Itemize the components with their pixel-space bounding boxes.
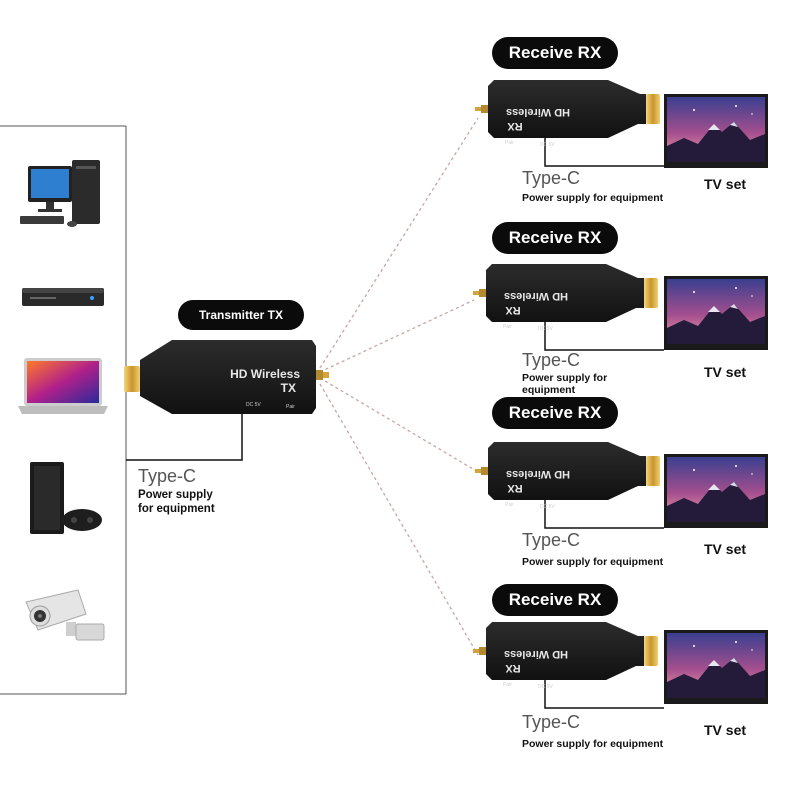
receiver-label-line1: HD Wireless bbox=[503, 648, 569, 660]
transmitter-power-line1: Power supply bbox=[138, 489, 213, 501]
receiver-badge: Receive RX bbox=[492, 37, 618, 69]
receiver-label-line1: HD Wireless bbox=[505, 106, 571, 118]
receiver-power-line1: Power supply for equipment bbox=[522, 556, 664, 568]
transmitter-power-line2: for equipment bbox=[138, 503, 215, 515]
receiver-unit-4 bbox=[473, 622, 664, 709]
transmitter-label-line1: HD Wireless bbox=[230, 367, 300, 381]
receiver-unit-3 bbox=[475, 442, 664, 529]
tv-set-3 bbox=[664, 454, 768, 528]
transmitter-label-line2: TX bbox=[280, 381, 296, 395]
receiver-badge: Receive RX bbox=[492, 397, 618, 429]
receiver-power-line1: Power supply for equipment bbox=[522, 192, 664, 204]
tv-set-label: TV set bbox=[704, 541, 747, 557]
receiver-power-line1: Power supply for bbox=[522, 372, 608, 384]
receiver-port-dc: DC 5V bbox=[538, 326, 553, 332]
bluray-player-icon bbox=[22, 288, 104, 306]
receiver-label-line2: RX bbox=[505, 304, 521, 316]
receiver-label-line2: RX bbox=[507, 120, 523, 132]
game-console-icon bbox=[30, 462, 102, 534]
desktop-computer-icon bbox=[20, 160, 100, 227]
laptop-icon bbox=[18, 358, 108, 414]
receiver-label-line1: HD Wireless bbox=[505, 468, 571, 480]
receiver-label-line2: RX bbox=[505, 662, 521, 674]
receiver-connector-label: Type-C bbox=[522, 712, 581, 732]
tv-set-label: TV set bbox=[704, 722, 747, 738]
receiver-label-line1: HD Wireless bbox=[503, 290, 569, 302]
receiver-port-pair: Pair bbox=[503, 324, 512, 330]
tv-set-label: TV set bbox=[704, 176, 747, 192]
receiver-badge: Receive RX bbox=[492, 584, 618, 616]
tv-set-4 bbox=[664, 630, 768, 704]
receiver-power-line1: Power supply for equipment bbox=[522, 738, 664, 750]
receiver-unit-1 bbox=[475, 80, 664, 167]
receiver-badge: Receive RX bbox=[492, 222, 618, 254]
receiver-power-line2: equipment bbox=[522, 384, 576, 396]
receiver-label-line2: RX bbox=[507, 482, 523, 494]
receiver-port-dc: DC 5V bbox=[540, 142, 555, 148]
receiver-connector-label: Type-C bbox=[522, 530, 581, 550]
transmitter-device bbox=[124, 340, 329, 461]
transmitter-badge: Transmitter TX bbox=[178, 300, 304, 330]
tv-set-2 bbox=[664, 276, 768, 350]
transmitter-connector-label: Type-C bbox=[138, 466, 197, 486]
receiver-connector-label: Type-C bbox=[522, 168, 581, 188]
receiver-port-pair: Pair bbox=[505, 140, 514, 146]
transmitter-port-pair: Pair bbox=[286, 404, 295, 410]
security-camera-icon bbox=[25, 589, 105, 641]
source-panel bbox=[0, 125, 127, 695]
receiver-port-dc: DC 5V bbox=[538, 684, 553, 690]
transmitter-port-dc: DC 5V bbox=[246, 402, 261, 408]
tv-set-1 bbox=[664, 94, 768, 168]
wireless-links bbox=[319, 117, 479, 656]
receiver-connector-label: Type-C bbox=[522, 350, 581, 370]
receiver-port-dc: DC 5V bbox=[540, 504, 555, 510]
receiver-port-pair: Pair bbox=[505, 502, 514, 508]
receiver-unit-2 bbox=[473, 264, 664, 351]
receiver-port-pair: Pair bbox=[503, 682, 512, 688]
tv-set-label: TV set bbox=[704, 364, 747, 380]
